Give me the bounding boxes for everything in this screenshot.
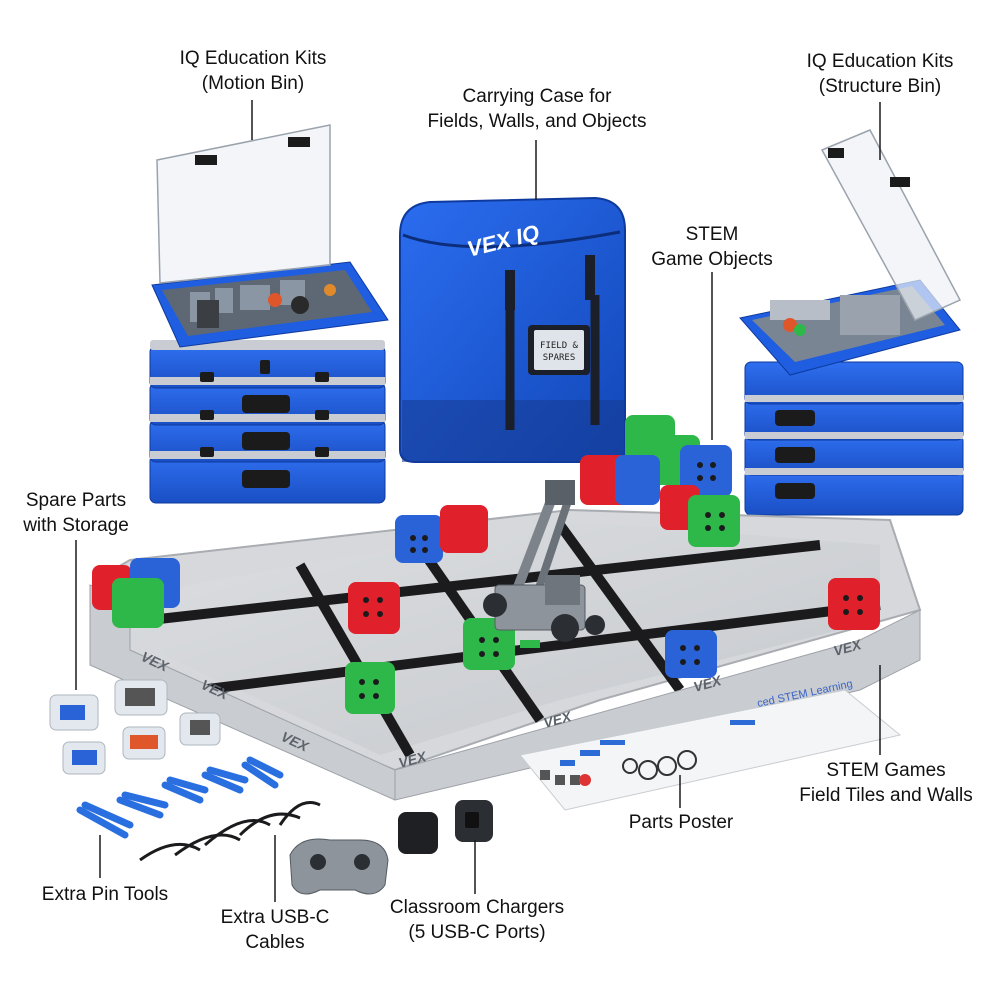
label-structure-bin-line2: (Structure Bin) — [818, 76, 942, 97]
label-structure-bin: IQ Education Kits (Structure Bin) — [770, 49, 990, 99]
wall-logo-4: VEX — [397, 748, 430, 771]
wall-logo-5: VEX — [542, 708, 575, 731]
label-pin-tools-line1: Extra Pin Tools — [41, 884, 169, 905]
label-motion-bin-line2: (Motion Bin) — [201, 73, 305, 94]
cube-stack-back — [580, 415, 740, 547]
bag-tag-text-2: SPARES — [543, 353, 576, 363]
label-field-tiles-line2: Field Tiles and Walls — [799, 785, 973, 806]
label-game-objects-line2: Game Objects — [651, 249, 773, 270]
label-parts-poster: Parts Poster — [606, 810, 756, 835]
spare-parts-containers — [49, 679, 221, 775]
label-parts-poster-line1: Parts Poster — [628, 812, 734, 833]
motion-bin-stacked-cases — [149, 340, 386, 504]
label-usb-cables-line1: Extra USB-C — [220, 907, 330, 928]
label-spare-parts-line1: Spare Parts — [25, 490, 127, 511]
motion-bin-stack — [149, 124, 389, 504]
label-chargers-line2: (5 USB-C Ports) — [408, 922, 546, 943]
label-usb-cables: Extra USB-C Cables — [205, 905, 345, 955]
structure-bin-stack — [739, 129, 964, 516]
label-spare-parts: Spare Parts with Storage — [6, 488, 146, 538]
label-field-tiles: STEM Games Field Tiles and Walls — [776, 758, 996, 808]
label-carrying-case-line1: Carrying Case for — [462, 86, 612, 107]
usb-cables — [139, 801, 321, 862]
label-carrying-case-line2: Fields, Walls, and Objects — [427, 111, 647, 132]
pin-tools — [76, 756, 284, 839]
label-motion-bin: IQ Education Kits (Motion Bin) — [148, 46, 358, 96]
label-game-objects: STEM Game Objects — [632, 222, 792, 272]
label-chargers: Classroom Chargers (5 USB-C Ports) — [362, 895, 592, 945]
carrying-case-bag: FIELD & SPARES VEX IQ — [399, 196, 626, 463]
game-object-cubes — [92, 415, 880, 714]
bag-tag-text: FIELD & — [540, 341, 579, 351]
label-carrying-case: Carrying Case for Fields, Walls, and Obj… — [402, 84, 672, 134]
label-chargers-line1: Classroom Chargers — [389, 897, 565, 918]
leader-lines — [75, 100, 881, 902]
controller — [289, 838, 389, 895]
robot — [483, 480, 605, 648]
motion-bin-open-case — [151, 124, 389, 348]
label-spare-parts-line2: with Storage — [23, 515, 129, 536]
label-pin-tools: Extra Pin Tools — [20, 882, 190, 907]
classroom-chargers — [398, 800, 493, 854]
label-field-tiles-line1: STEM Games — [826, 760, 946, 781]
label-usb-cables-line2: Cables — [245, 932, 305, 953]
label-motion-bin-line1: IQ Education Kits — [179, 48, 327, 69]
wall-logo-7: VEX — [832, 636, 865, 659]
label-game-objects-line1: STEM — [685, 224, 739, 245]
label-structure-bin-line1: IQ Education Kits — [806, 51, 954, 72]
